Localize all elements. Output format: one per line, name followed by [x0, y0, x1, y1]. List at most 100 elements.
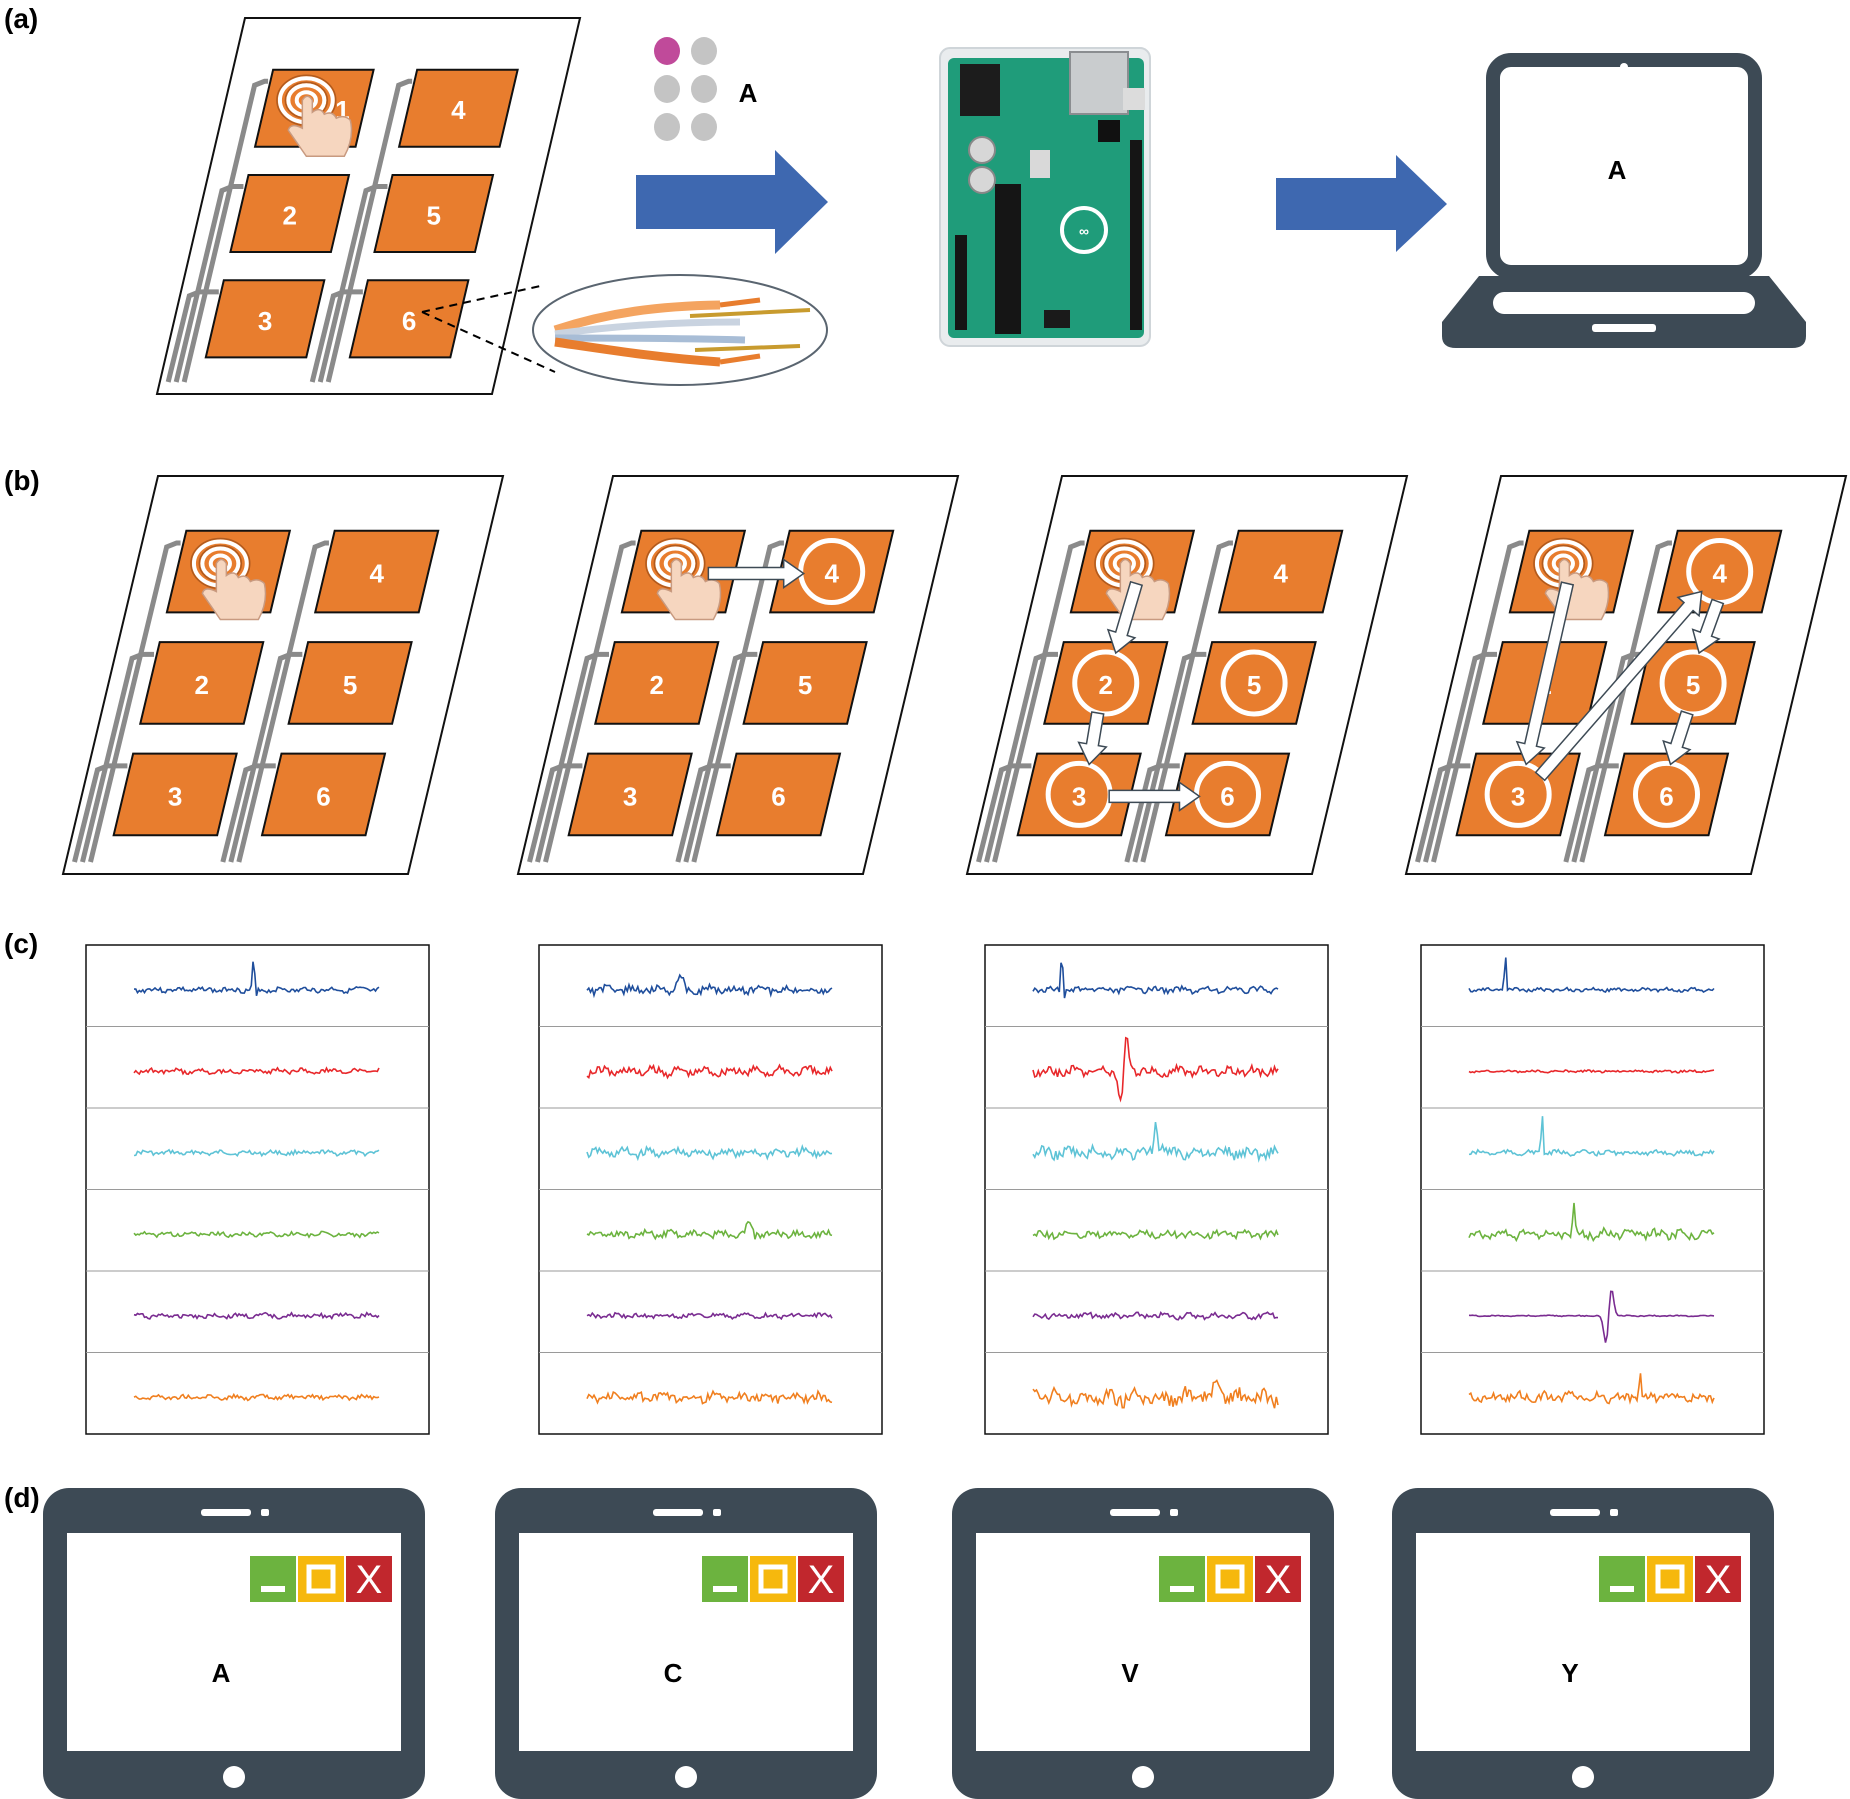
close-button[interactable]: X: [1255, 1556, 1301, 1602]
pad-number: 5: [798, 670, 812, 700]
electrode-trace: [72, 763, 128, 863]
close-icon: X: [1265, 1558, 1292, 1602]
sensor-pad: [567, 752, 693, 837]
tablet-screen: [519, 1533, 853, 1751]
pad-number: 5: [1247, 670, 1261, 700]
sensor-pad: [313, 529, 440, 614]
speaker-icon: [1550, 1509, 1600, 1516]
signal-trace: [586, 1220, 833, 1241]
sensor-pad: [348, 279, 470, 359]
electrode-trace: [325, 78, 413, 383]
minimize-button[interactable]: [702, 1556, 748, 1602]
sensor-pad: [373, 173, 495, 254]
pad-number: 2: [195, 670, 209, 700]
close-icon: X: [808, 1558, 835, 1602]
pad-number: 3: [623, 781, 637, 811]
signal-trace: [1468, 1202, 1715, 1243]
sequence-arrow-icon: [707, 558, 806, 589]
maximize-button[interactable]: [750, 1556, 796, 1602]
braille-dot: [654, 75, 680, 103]
tablet-display-icon: XV: [952, 1488, 1334, 1799]
sensor-pad: [593, 641, 720, 725]
maximize-button[interactable]: [1647, 1556, 1693, 1602]
maximize-icon: [758, 1564, 788, 1594]
maximize-button[interactable]: [1207, 1556, 1253, 1602]
electrode-trace: [1579, 540, 1672, 863]
signal-trace: [1468, 1373, 1715, 1405]
electrode-trace: [1140, 540, 1233, 863]
signal-trace: [1468, 957, 1715, 994]
braille-dot: [691, 37, 717, 65]
sequence-arrow-icon: [1515, 581, 1575, 766]
signal-trace: [133, 1230, 380, 1239]
electrode-trace: [691, 540, 784, 863]
touch-highlight-ring: [1484, 760, 1552, 828]
sensor-pad: [204, 279, 326, 359]
electrode-trace: [228, 651, 303, 863]
minimize-icon: [713, 1586, 737, 1592]
pad-number: 3: [168, 781, 182, 811]
pad-number: 4: [824, 559, 839, 589]
recognized-letter: A: [212, 1658, 231, 1688]
recognized-letter: Y: [1561, 1658, 1578, 1688]
sensor-pad: [112, 752, 238, 837]
maximize-icon: [306, 1564, 336, 1594]
electrode-trace: [1415, 763, 1471, 863]
signal-trace: [1468, 1290, 1715, 1343]
sensor-pad: [287, 641, 413, 725]
sensor-pad: [260, 752, 387, 837]
signal-trace: [1032, 1036, 1279, 1103]
electrode-trace: [173, 184, 244, 383]
pad-number: 5: [1686, 670, 1700, 700]
touch-sequence-boards: 23456234562345623456: [61, 475, 1848, 875]
signal-panel: [538, 944, 883, 1435]
recognized-letter: V: [1121, 1658, 1139, 1688]
touch-highlight-ring: [1632, 760, 1701, 828]
home-button-icon: [675, 1766, 697, 1788]
braille-dot: [691, 113, 717, 141]
minimize-button[interactable]: [250, 1556, 296, 1602]
camera-icon: [261, 1509, 269, 1516]
minimize-button[interactable]: [1159, 1556, 1205, 1602]
signal-trace: [1032, 962, 1279, 999]
electrode-trace: [992, 540, 1085, 863]
sensor-pad: [1164, 752, 1291, 837]
pad-number: 5: [343, 670, 357, 700]
signal-trace: [133, 1148, 380, 1158]
pad-number: 4: [1712, 559, 1727, 589]
sensor-pad: [768, 529, 895, 614]
tablet-display-icon: XC: [495, 1488, 877, 1799]
speaker-icon: [201, 1509, 251, 1516]
speaker-icon: [1110, 1509, 1160, 1516]
sensor-pad: [229, 173, 351, 254]
minimize-icon: [1170, 1586, 1194, 1592]
sensor-pad: [1656, 529, 1783, 614]
pad-number: 4: [369, 559, 384, 589]
signal-panel: [1420, 944, 1765, 1435]
arrow-right-icon: [636, 150, 828, 254]
maximize-icon: [1215, 1564, 1245, 1594]
close-button[interactable]: X: [346, 1556, 392, 1602]
signal-panel: [85, 944, 430, 1435]
close-button[interactable]: X: [798, 1556, 844, 1602]
signal-trace: [1032, 1379, 1279, 1409]
finger-touch-icon: [276, 74, 353, 157]
sensor-pad: [1016, 752, 1142, 837]
sensor-pad: [1217, 529, 1344, 614]
pad-number: 6: [316, 781, 330, 811]
pad-number: 4: [451, 95, 466, 125]
laptop-icon: [1442, 53, 1806, 348]
electrode-trace: [80, 651, 154, 863]
electrode-trace: [527, 763, 583, 863]
signal-panel: [984, 944, 1329, 1435]
pad-number: 2: [1099, 670, 1113, 700]
maximize-button[interactable]: [298, 1556, 344, 1602]
close-button[interactable]: X: [1695, 1556, 1741, 1602]
recognized-letter: C: [664, 1658, 683, 1688]
signal-trace: [133, 1311, 380, 1320]
minimize-button[interactable]: [1599, 1556, 1645, 1602]
maximize-icon: [1655, 1564, 1685, 1594]
home-button-icon: [1572, 1766, 1594, 1788]
